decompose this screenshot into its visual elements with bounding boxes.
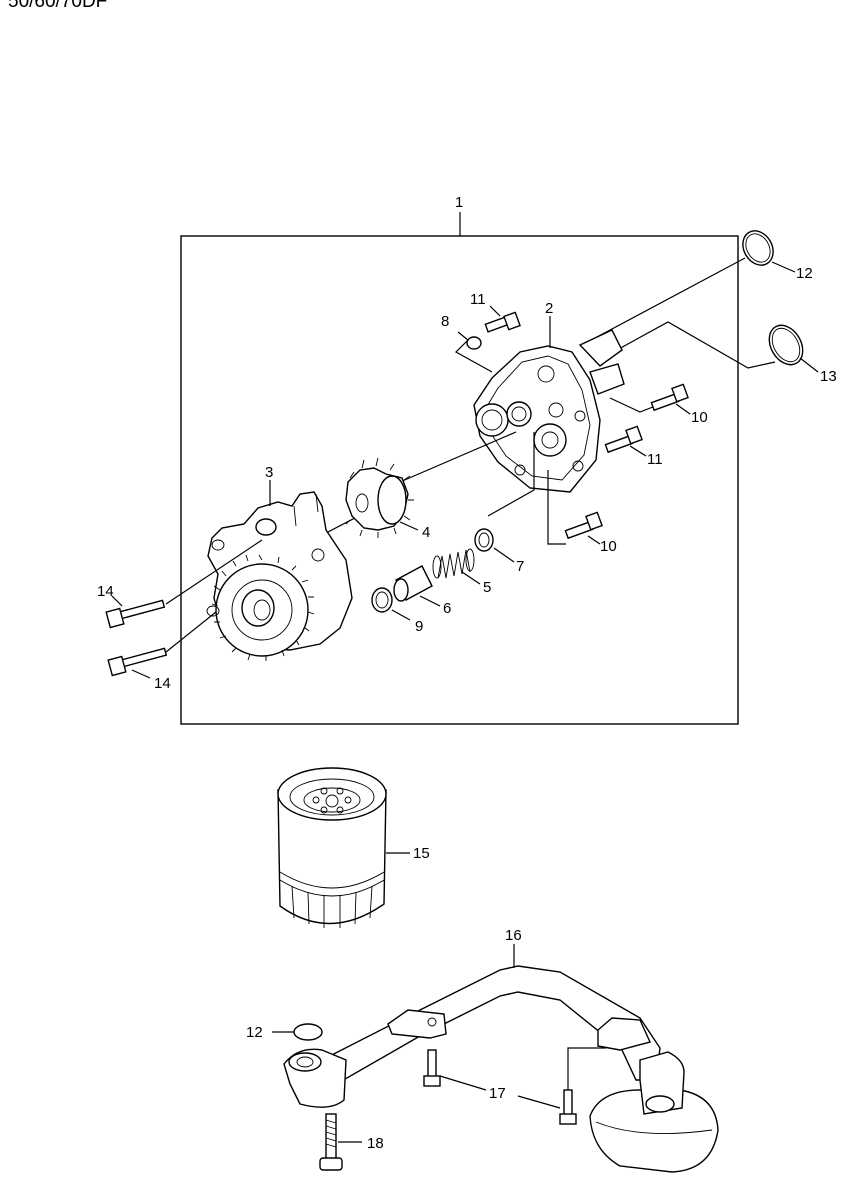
callout-8: 8 (441, 313, 449, 330)
pump-cover (473, 329, 625, 493)
callout-14-lower: 14 (154, 675, 171, 692)
callout-7: 7 (516, 558, 524, 575)
plunger-6 (393, 565, 433, 602)
callout-10-lower: 10 (600, 538, 617, 555)
o-ring-12-bottom (293, 1023, 323, 1041)
callout-17: 17 (489, 1085, 506, 1102)
callout-10-upper: 10 (691, 409, 708, 426)
callout-18: 18 (367, 1135, 384, 1152)
bolt-10-upper (650, 383, 689, 412)
callout-12-bottom: 12 (246, 1024, 263, 1041)
bolt-11-top (484, 311, 521, 333)
o-ring-9 (371, 587, 393, 613)
washer-8 (466, 336, 482, 350)
callout-14-upper: 14 (97, 583, 114, 600)
o-ring-13 (768, 324, 804, 366)
callout-5: 5 (483, 579, 491, 596)
callout-2: 2 (545, 300, 553, 317)
oil-filter-15 (277, 767, 387, 928)
callout-13: 13 (820, 368, 837, 385)
bolt-10-lower (564, 511, 603, 540)
pump-body-3 (206, 491, 353, 661)
callout-4: 4 (422, 524, 430, 541)
o-ring-12-top (742, 230, 774, 266)
o-ring-7 (474, 528, 494, 552)
bolt-14-lower (107, 647, 168, 677)
callout-9: 9 (415, 618, 423, 635)
callout-16: 16 (505, 927, 522, 944)
callout-11-lower: 11 (647, 451, 663, 468)
oil-strainer-16 (283, 965, 719, 1173)
callout-11-upper: 11 (470, 291, 486, 308)
callout-12-top: 12 (796, 265, 813, 282)
bolt-11-lower (604, 425, 643, 454)
spring-5 (432, 548, 475, 579)
model-header: 50/60/70DF (8, 0, 107, 12)
callout-1: 1 (455, 194, 463, 211)
bolt-14-upper (105, 599, 166, 629)
bolt-17-right (559, 1089, 577, 1125)
callout-3: 3 (265, 464, 273, 481)
callout-6: 6 (443, 600, 451, 617)
bolt-17-left (423, 1049, 441, 1087)
bolt-18 (319, 1113, 343, 1171)
callout-15: 15 (413, 845, 430, 862)
inner-gear-4 (345, 457, 414, 538)
